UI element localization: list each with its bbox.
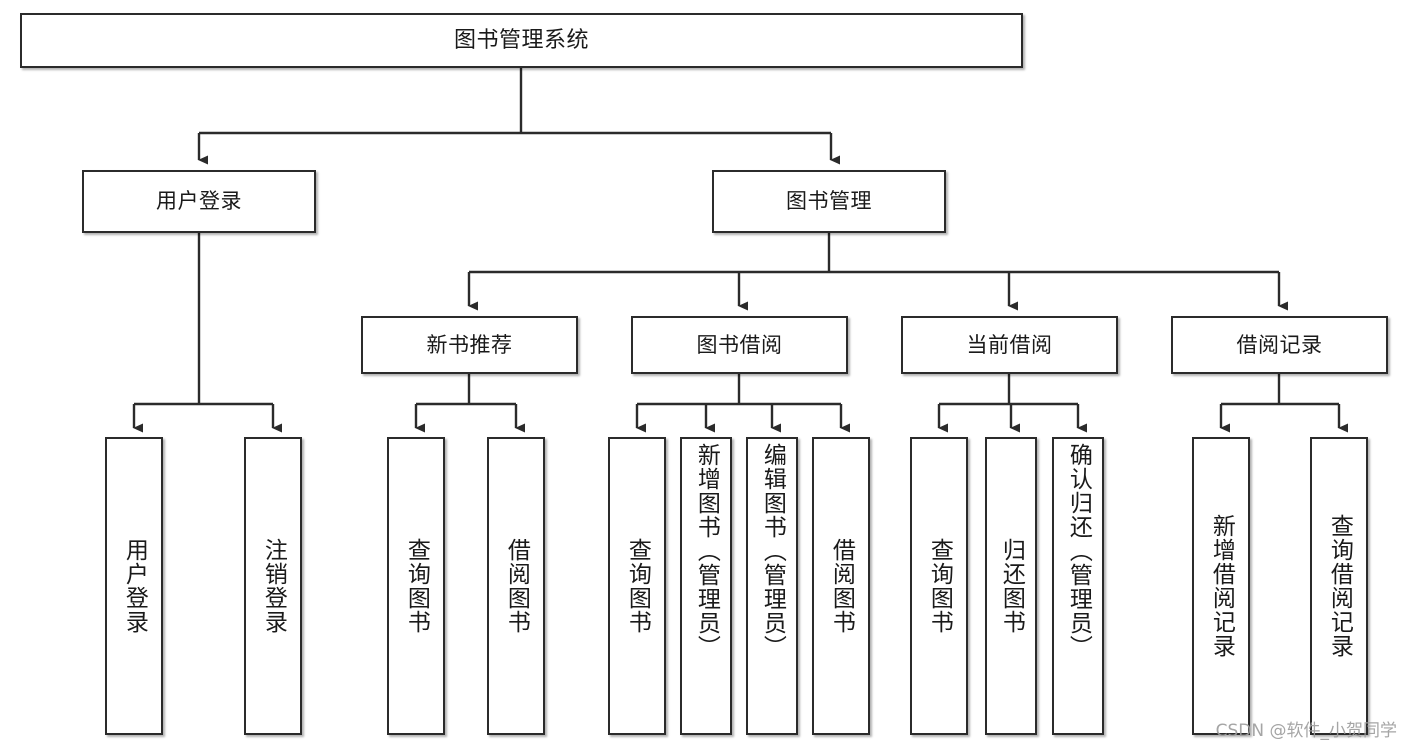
- node-current-borrow[interactable]: 当前借阅: [901, 316, 1118, 374]
- node-book-borrow[interactable]: 图书借阅: [631, 316, 848, 374]
- node-leaf-query-book-borrow[interactable]: 查询图书: [608, 437, 666, 735]
- node-label: 图书借阅: [696, 332, 783, 357]
- edges-userlogin-to-leaves: [132, 233, 282, 433]
- node-leaf-edit-book-admin[interactable]: 编辑图书（管理员）: [746, 437, 798, 735]
- node-leaf-borrow-book-recommend[interactable]: 借阅图书: [487, 437, 545, 735]
- node-label: 注销登录: [260, 538, 287, 634]
- node-label: 查询图书: [926, 538, 953, 634]
- edges-bookmanage-to-level2: [467, 233, 1288, 311]
- node-book-manage[interactable]: 图书管理: [712, 170, 946, 233]
- node-leaf-borrow-book[interactable]: 借阅图书: [812, 437, 870, 735]
- node-leaf-confirm-return-admin[interactable]: 确认归还（管理员）: [1052, 437, 1104, 735]
- node-label: 归还图书: [998, 538, 1025, 634]
- node-label: 确认归还（管理员）: [1065, 443, 1092, 659]
- node-user-login[interactable]: 用户登录: [82, 170, 316, 233]
- node-label: 用户登录: [121, 538, 148, 634]
- node-label: 当前借阅: [966, 332, 1053, 357]
- node-leaf-add-borrow-record[interactable]: 新增借阅记录: [1192, 437, 1250, 735]
- edges-root-to-level1: [197, 68, 840, 165]
- node-label: 用户登录: [156, 189, 242, 214]
- node-label: 图书管理系统: [453, 27, 589, 53]
- edges-newbook-to-leaves: [414, 374, 525, 433]
- node-label: 借阅图书: [828, 538, 855, 634]
- node-label: 图书管理: [786, 189, 872, 214]
- node-leaf-add-book-admin[interactable]: 新增图书（管理员）: [680, 437, 732, 735]
- node-leaf-logout[interactable]: 注销登录: [244, 437, 302, 735]
- node-leaf-query-borrow-record[interactable]: 查询借阅记录: [1310, 437, 1368, 735]
- node-label: 新书推荐: [426, 332, 513, 357]
- node-leaf-query-book-recommend[interactable]: 查询图书: [387, 437, 445, 735]
- edges-borrowrecord-to-leaves: [1219, 374, 1348, 433]
- node-label: 新增借阅记录: [1208, 514, 1235, 658]
- node-book-management-system[interactable]: 图书管理系统: [20, 13, 1023, 68]
- edges-bookborrow-to-leaves: [635, 374, 850, 433]
- node-label: 借阅记录: [1236, 332, 1323, 357]
- node-leaf-return-book[interactable]: 归还图书: [985, 437, 1037, 735]
- edges-currentborrow-to-leaves: [937, 374, 1087, 433]
- node-label: 新增图书（管理员）: [693, 443, 720, 659]
- node-borrow-record[interactable]: 借阅记录: [1171, 316, 1388, 374]
- node-leaf-user-login[interactable]: 用户登录: [105, 437, 163, 735]
- node-label: 查询图书: [403, 538, 430, 634]
- node-label: 查询图书: [624, 538, 651, 634]
- node-label: 编辑图书（管理员）: [759, 443, 786, 659]
- csdn-watermark: CSDN @软件_小贺同学: [1215, 721, 1397, 741]
- node-leaf-query-book-current[interactable]: 查询图书: [910, 437, 968, 735]
- node-label: 查询借阅记录: [1326, 514, 1353, 658]
- node-new-book-recommend[interactable]: 新书推荐: [361, 316, 578, 374]
- node-label: 借阅图书: [503, 538, 530, 634]
